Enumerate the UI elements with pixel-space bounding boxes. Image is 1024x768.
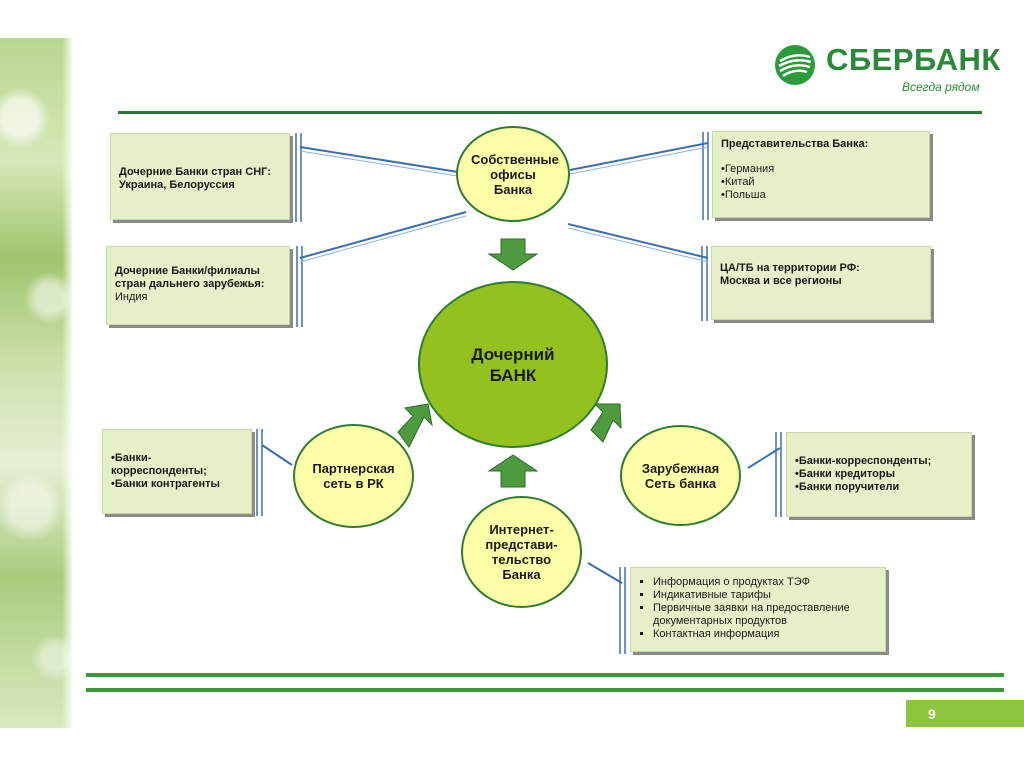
connector-far-abroad xyxy=(299,211,467,259)
list-item: Первичные заявки на предоставление докум… xyxy=(653,602,877,628)
connector-ca-tb xyxy=(567,223,709,259)
box-foreign-banks: •Банки-корреспонденты; •Банки кредиторы … xyxy=(786,432,972,517)
node-label: Партнерская сеть в РК xyxy=(312,461,395,491)
node-own-offices: Собственные офисы Банка xyxy=(456,126,570,222)
box-item: Москва и все регионы xyxy=(720,275,842,287)
box-title: ЦА/ТБ на территории РФ: xyxy=(720,262,860,274)
list-item: Контактная информация xyxy=(653,628,877,641)
list-item: •Китай xyxy=(721,176,755,188)
node-label: Дочерний БАНК xyxy=(471,344,554,386)
arrow-up-right-icon xyxy=(397,403,433,448)
box-title: Представительства Банка: xyxy=(721,138,869,150)
decorative-side-strip xyxy=(0,38,72,728)
box-ca-tb-russia: ЦА/ТБ на территории РФ: Москва и все рег… xyxy=(711,246,931,320)
node-label-line2: БАНК xyxy=(489,365,537,385)
connector-foreign xyxy=(747,447,781,469)
list-item: Индикативные тарифы xyxy=(653,589,877,602)
page-number: 9 xyxy=(906,700,1024,727)
list-item: •Банки кредиторы xyxy=(795,468,896,480)
connector-internet xyxy=(587,562,623,584)
node-internet-representation: Интернет-представи-тельство Банка xyxy=(461,496,582,608)
connector-partner xyxy=(261,444,293,466)
header-divider xyxy=(118,111,982,114)
sberbank-logo: СБЕРБАНК Всегда рядом xyxy=(774,40,1000,100)
footer-divider-top xyxy=(86,673,1004,677)
box-item: Индия xyxy=(115,291,148,303)
list-item: •Польша xyxy=(721,189,766,201)
node-label: Собственные офисы Банка xyxy=(471,151,559,197)
box-item: Украина, Белоруссия xyxy=(119,179,235,191)
list-item: Информация о продуктах ТЭФ xyxy=(653,576,877,589)
box-cis-subsidiaries: Дочерние Банки стран СНГ: Украина, Белор… xyxy=(110,133,290,220)
list-item: •Банки контрагенты xyxy=(111,478,220,490)
connector-representative xyxy=(569,142,709,171)
list-item: •Банки-корреспонденты; xyxy=(795,455,932,467)
logo-name: СБЕРБАНК xyxy=(826,42,1001,77)
footer-divider-bottom xyxy=(86,688,1004,692)
node-label: Интернет-представи-тельство Банка xyxy=(485,522,558,582)
sberbank-mark-icon xyxy=(775,45,815,85)
connector-cis xyxy=(299,146,459,173)
node-subsidiary-bank: Дочерний БАНК xyxy=(418,281,608,448)
logo-tagline: Всегда рядом xyxy=(902,80,980,94)
node-label: Зарубежная Сеть банка xyxy=(641,460,720,491)
box-far-abroad-subsidiaries: Дочерние Банки/филиалы стран дальнего за… xyxy=(106,246,290,325)
node-partner-network: Партнерская сеть в РК xyxy=(293,424,414,528)
arrow-down-icon xyxy=(487,238,539,271)
box-representative-offices: Представительства Банка: •Германия •Кита… xyxy=(712,131,930,218)
box-partner-banks: •Банки-корреспонденты; •Банки контрагент… xyxy=(102,429,252,514)
box-internet-info: Информация о продуктах ТЭФ Индикативные … xyxy=(630,567,886,652)
list-item: •Германия xyxy=(721,163,775,175)
node-foreign-network: Зарубежная Сеть банка xyxy=(620,425,741,526)
list-item: •Банки поручители xyxy=(795,481,900,493)
arrow-up-left-icon xyxy=(590,403,622,443)
box-title: Дочерние Банки/филиалы стран дальнего за… xyxy=(115,265,265,290)
arrow-up-icon xyxy=(487,454,539,488)
node-label-line1: Дочерний xyxy=(471,344,555,364)
list-item: •Банки-корреспонденты; xyxy=(111,452,207,477)
box-title: Дочерние Банки стран СНГ: xyxy=(119,166,271,178)
